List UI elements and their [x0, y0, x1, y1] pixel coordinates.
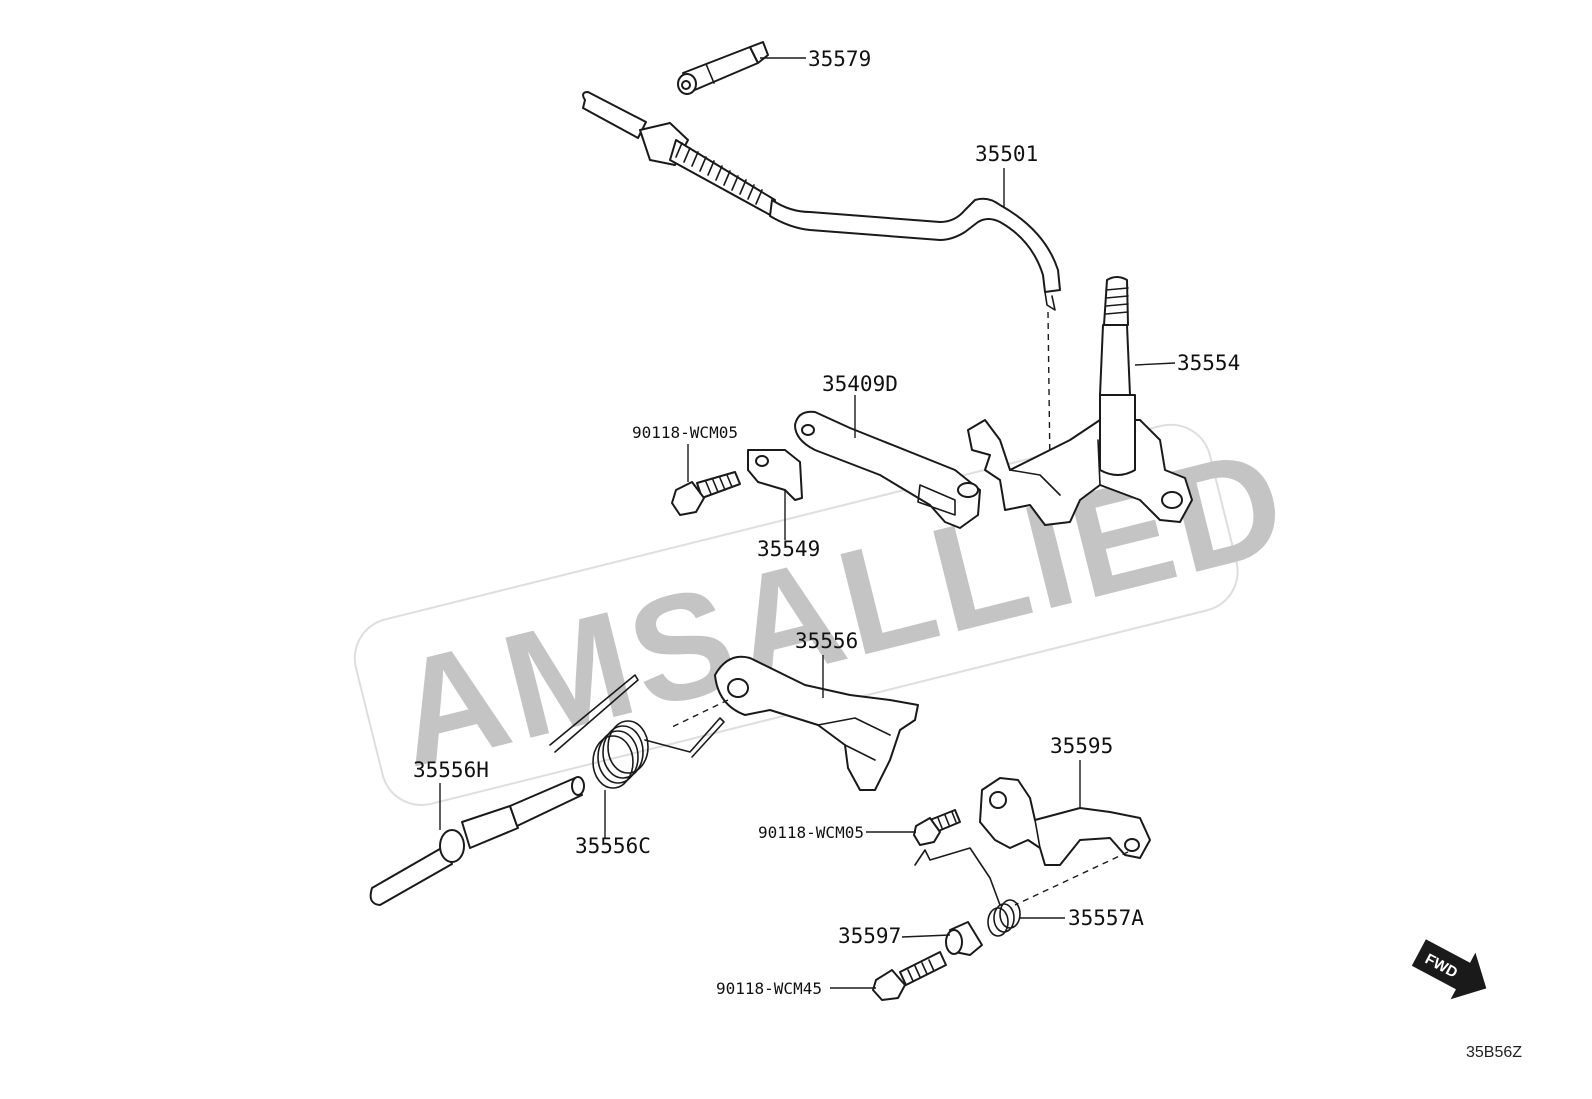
label-35554: 35554: [1177, 351, 1240, 375]
part-35579-pin[interactable]: [677, 41, 769, 95]
part-35556H-shaft[interactable]: [369, 776, 585, 906]
part-35556-lever-arm[interactable]: [714, 655, 919, 791]
label-35597: 35597: [838, 924, 901, 948]
label-35579: 35579: [808, 47, 871, 71]
label-35409D: 35409D: [822, 372, 898, 396]
label-90118-wcm05-upper: 90118-WCM05: [632, 423, 738, 442]
part-35597-collar[interactable]: [945, 921, 983, 956]
label-35501: 35501: [975, 142, 1038, 166]
part-labels: 35579 35501 35554 35409D 90118-WCM05 355…: [413, 47, 1240, 998]
label-90118-wcm45: 90118-WCM45: [716, 979, 822, 998]
fwd-arrow-icon: FWD: [1411, 939, 1487, 1000]
part-35595-bracket[interactable]: [979, 777, 1151, 866]
label-35556: 35556: [795, 629, 858, 653]
part-35554-shaft[interactable]: [967, 276, 1193, 526]
label-35556H: 35556H: [413, 758, 489, 782]
part-35549-bracket[interactable]: [747, 449, 803, 501]
bolt-90118-wcm45[interactable]: [872, 951, 947, 1001]
label-35549: 35549: [757, 537, 820, 561]
part-35556C-spring[interactable]: [549, 674, 725, 789]
diagram-code: 35B56Z: [1466, 1044, 1522, 1061]
part-35409D-lever[interactable]: [794, 410, 981, 529]
leader-lines: [439, 57, 1176, 989]
label-35595: 35595: [1050, 734, 1113, 758]
dashed-guide-rod: [1047, 311, 1051, 469]
label-35557A: 35557A: [1068, 906, 1144, 930]
dashed-guide-bracket: [1014, 851, 1129, 906]
label-35556C: 35556C: [575, 834, 651, 858]
part-35501-shift-rod[interactable]: [582, 91, 1061, 311]
label-90118-wcm05-lower: 90118-WCM05: [758, 823, 864, 842]
bolt-90118-wcm05-upper[interactable]: [671, 471, 741, 516]
part-35557A-spring[interactable]: [914, 847, 1021, 937]
bolt-90118-wcm05-lower[interactable]: [913, 809, 961, 846]
